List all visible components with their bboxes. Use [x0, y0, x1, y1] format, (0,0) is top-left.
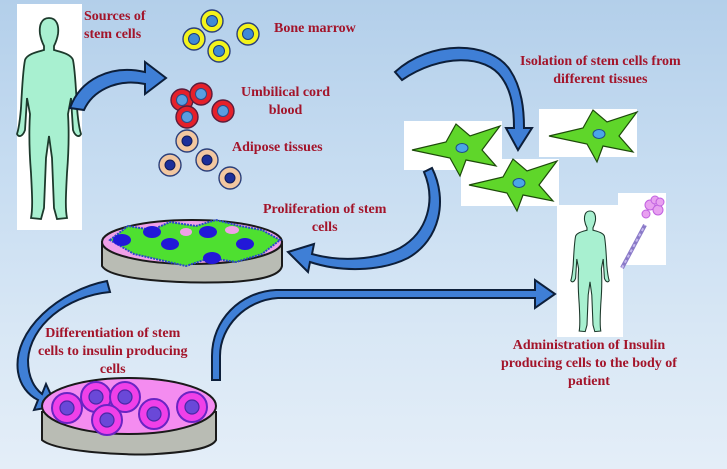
label-proliferation: Proliferation of stem cells: [263, 202, 387, 235]
differentiation-dish: [41, 377, 217, 456]
arrow-administration: [211, 278, 557, 381]
syringe-icon: [620, 195, 665, 269]
isolated-stem-cell-3: [548, 109, 638, 163]
label-differentiation: Differentiation of stem cells to insulin…: [38, 326, 188, 377]
isolated-stem-cell-1: [411, 123, 501, 177]
umbilical-cord-blood-cells: [170, 82, 235, 129]
label-bone-marrow: Bone marrow: [274, 21, 356, 36]
isolated-stem-cell-2: [468, 158, 558, 212]
arrow-proliferation: [286, 166, 441, 275]
adipose-tissue-cells: [158, 129, 242, 190]
patient-figure: [570, 210, 610, 333]
source-human-figure: [16, 17, 82, 220]
arrow-isolation: [393, 46, 534, 152]
label-sources: Sources of stem cells: [84, 9, 146, 42]
bone-marrow-cells: [182, 9, 260, 63]
arrow-sources: [68, 59, 168, 112]
label-umbilical-cord-blood: Umbilical cord blood: [241, 85, 331, 118]
proliferating-cells: [108, 218, 282, 268]
proliferation-dish: [101, 218, 283, 284]
label-administration: Administration of Insulin producing cell…: [501, 338, 677, 389]
label-adipose-tissues: Adipose tissues: [232, 140, 323, 155]
label-isolation: Isolation of stem cells from different t…: [520, 54, 681, 87]
